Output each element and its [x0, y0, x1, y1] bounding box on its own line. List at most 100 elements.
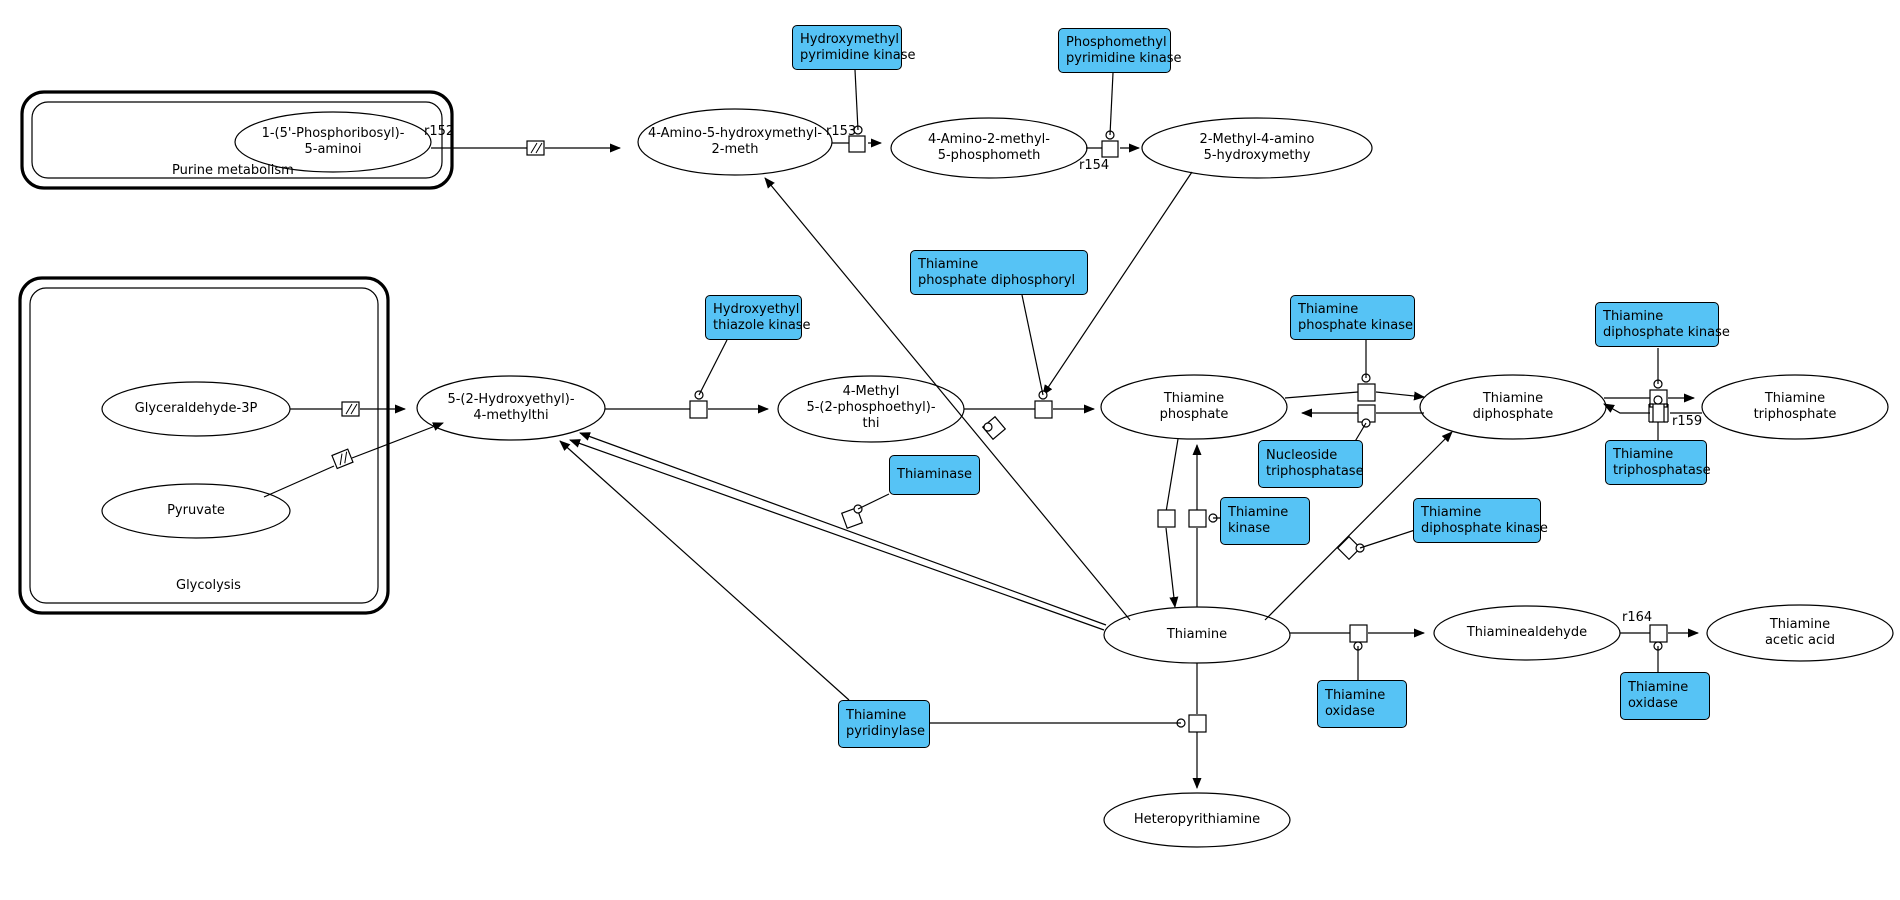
node-thiamine: [1103, 606, 1291, 664]
enzyme-line-1: Hydroxymethyl: [800, 31, 900, 47]
edge-ttp-to-tdp: [1604, 404, 1702, 413]
node-pyruvate: [101, 483, 291, 539]
enzyme-line-1: Thiamine: [1613, 446, 1674, 462]
enzyme-line-2: diphosphate kinase: [1421, 520, 1548, 536]
reaction-node-mpet-break: [981, 415, 1007, 441]
enzyme-link-hetk: [698, 339, 728, 396]
enzyme-line-2: phosphate diphosphoryl: [918, 272, 1076, 288]
reaction-id-r152: r152: [424, 124, 455, 139]
reaction-node-tp-dephos: [1157, 509, 1176, 528]
enzyme-phosphomethyl-pyrimidine-kinase[interactable]: Phosphomethyl pyrimidine kinase: [1058, 28, 1182, 73]
edge-hemt-from-pyridinylase-region: [559, 440, 850, 701]
enzyme-line-1: Thiamine: [846, 708, 907, 723]
enzyme-line-1: Thiamine: [1603, 308, 1664, 324]
enzyme-hydroxyethyl-thiazole-kinase[interactable]: Hydroxyethyl thiazole kinase: [705, 295, 811, 340]
edge-tp-to-thiamine: [1166, 438, 1178, 607]
enzyme-link-thiaminase: [857, 493, 890, 510]
enzyme-line-1: Thiamine: [1628, 680, 1689, 695]
edge-break-pyr: [331, 448, 354, 470]
edge-break-r152-slashes: [530, 142, 543, 154]
enzyme-line-1: Nucleoside: [1266, 448, 1338, 463]
node-2-methyl-4-amino: [1141, 117, 1373, 179]
enzyme-line-2: kinase: [1228, 521, 1271, 536]
compartment-purine-inner: [31, 101, 443, 179]
edge-break-pyr-slashes: [339, 451, 348, 466]
node-phosphoribosyl: [234, 111, 432, 173]
reaction-node-tox1: [1349, 624, 1368, 643]
enzyme-line-1: Thiamine: [1325, 688, 1386, 703]
reaction-node-r154: [1101, 140, 1119, 158]
compartment-label-glycolysis: Glycolysis: [176, 578, 241, 593]
reaction-node-r159: [1652, 403, 1665, 423]
enzyme-thiamine-phosphate-kinase[interactable]: Thiamine phosphate kinase: [1290, 295, 1415, 340]
enzyme-line-2: pyrimidine kinase: [800, 47, 916, 63]
reaction-node-tdpk2: [1336, 535, 1362, 561]
compartment-purine-outer: [20, 90, 454, 190]
reaction-node-r159-brackets: [1648, 403, 1669, 423]
enzyme-line-2: triphosphatase: [1613, 462, 1711, 478]
enzyme-line-2: diphosphate kinase: [1603, 324, 1730, 340]
node-thiamine-diphosphate: [1419, 374, 1607, 440]
enzyme-line-2: phosphate kinase: [1298, 317, 1414, 333]
enzyme-link-hmpk: [854, 69, 859, 131]
node-amino-2-methyl: [890, 117, 1088, 179]
node-glyceraldehyde-3p: [101, 381, 291, 437]
edge-thiamine-to-tdp: [1264, 431, 1453, 621]
enzyme-line-1: Hydroxyethyl: [713, 301, 800, 317]
enzyme-line-1: Thiamine: [918, 256, 979, 272]
edge-thiamine-to-hemt-b: [569, 439, 1105, 631]
enzyme-thiamine-triphosphatase[interactable]: Thiamine triphosphatase: [1605, 440, 1711, 485]
node-thiamine-phosphate: [1100, 374, 1288, 440]
node-thiamine-acetic-acid: [1706, 604, 1894, 662]
enzyme-thiamine-diphosphate-kinase-upper[interactable]: Thiamine diphosphate kinase: [1595, 302, 1730, 347]
enzyme-thiamine-oxidase-acid[interactable]: Thiamine oxidase: [1620, 672, 1710, 720]
node-heteropyrithiamine: [1103, 792, 1291, 848]
modifier-dot-mpet-break: [983, 422, 993, 432]
enzyme-line-2: triphosphatase: [1266, 464, 1364, 479]
reaction-node-tpk: [1357, 383, 1376, 402]
enzyme-line-1: Thiaminase: [897, 467, 973, 482]
enzyme-link-pmpk: [1109, 72, 1114, 136]
enzyme-thiamine-kinase[interactable]: Thiamine kinase: [1220, 497, 1310, 545]
reaction-node-r153: [848, 135, 866, 153]
enzyme-line-2: oxidase: [1628, 696, 1678, 711]
compartment-glycolysis-outer: [18, 276, 390, 615]
edge-break-g3p: [341, 401, 360, 417]
reaction-node-r164: [1649, 624, 1668, 643]
reaction-id-r159: r159: [1672, 414, 1703, 429]
reaction-node-hetk: [689, 400, 708, 419]
edge-pyr-to-hemt: [263, 423, 443, 498]
edge-break-r152: [526, 140, 545, 156]
enzyme-thiamine-pyridinylase[interactable]: Thiamine pyridinylase: [838, 700, 930, 748]
compartment-glycolysis-inner: [29, 287, 379, 604]
edge-thiamine-to-hemt-a: [579, 432, 1107, 626]
node-thiaminealdehyde: [1433, 605, 1621, 661]
node-hydroxyethyl-methylthi: [416, 375, 606, 441]
node-amino-hydroxymethyl: [637, 108, 833, 176]
reaction-id-r153: r153: [826, 124, 857, 139]
enzyme-link-tdpk2: [1359, 529, 1416, 549]
reaction-node-tpdp: [1034, 400, 1053, 419]
enzyme-line-1: Thiamine: [1228, 505, 1289, 520]
enzyme-line-1: Phosphomethyl: [1066, 34, 1167, 50]
edge-2m4a-to-tp: [1042, 171, 1193, 396]
modifier-dot-ttpase: [1653, 395, 1663, 405]
reaction-node-tk: [1188, 509, 1207, 528]
reaction-id-r154: r154: [1079, 158, 1110, 173]
enzyme-line-2: oxidase: [1325, 704, 1375, 719]
enzyme-thiamine-oxidase-aldehyde[interactable]: Thiamine oxidase: [1317, 680, 1407, 728]
reaction-id-r164: r164: [1622, 610, 1653, 625]
enzyme-line-2: thiazole kinase: [713, 317, 811, 333]
enzyme-thiaminase[interactable]: Thiaminase: [889, 455, 980, 495]
compartment-label-purine: Purine metabolism: [172, 163, 294, 178]
enzyme-hydroxymethyl-pyrimidine-kinase[interactable]: Hydroxymethyl pyrimidine kinase: [792, 25, 916, 70]
enzyme-nucleoside-triphosphatase[interactable]: Nucleoside triphosphatase: [1258, 440, 1364, 488]
enzyme-line-2: pyridinylase: [846, 724, 926, 739]
enzyme-thiamine-diphosphate-kinase-lower[interactable]: Thiamine diphosphate kinase: [1413, 498, 1548, 543]
enzyme-line-1: Thiamine: [1421, 504, 1482, 520]
edge-break-g3p-slashes: [345, 403, 358, 415]
enzyme-thiamine-phosphate-diphosphoryl[interactable]: Thiamine phosphate diphosphoryl: [910, 250, 1088, 295]
node-thiamine-triphosphate: [1701, 374, 1889, 440]
